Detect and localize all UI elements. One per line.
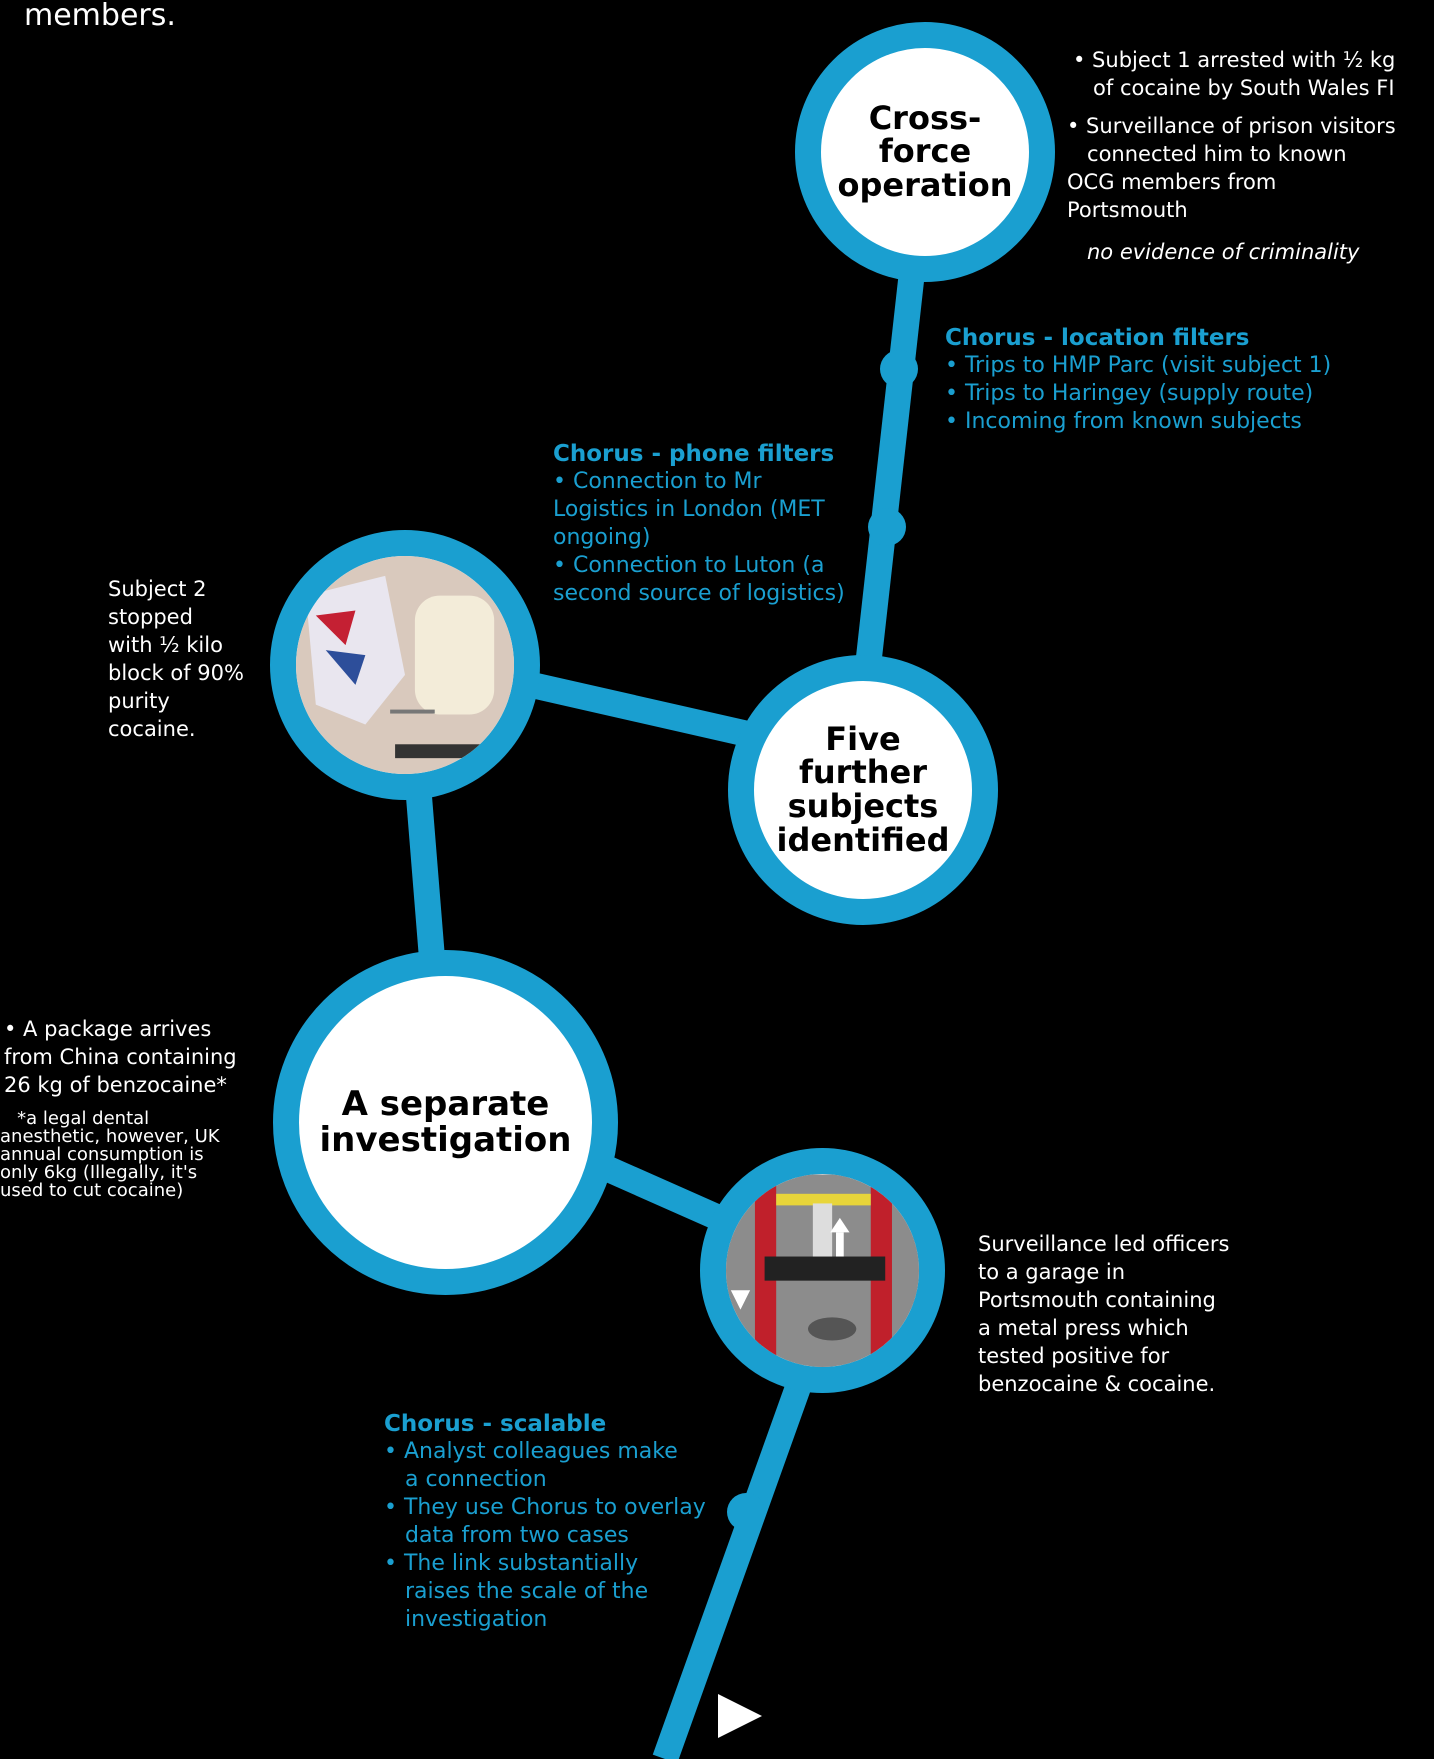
node-separate-investigation: A separate investigation [273,950,618,1295]
node-cross-force-label: Cross- force operation [837,98,1013,204]
location-filters-block: Chorus - location filters • Trips to HMP… [945,324,1331,436]
phone-filters-heading: Chorus - phone filters [553,441,835,467]
play-arrow-icon[interactable] [716,1692,764,1740]
benzocaine-main: • A package arrives from China containin… [4,1017,237,1097]
timeline-dot-phone [868,508,906,546]
node-subject2-photo [270,530,540,800]
location-filters-heading: Chorus - location filters [945,325,1250,351]
timeline-dot-location [880,350,918,388]
location-filter-item: • Incoming from known subjects [945,409,1302,434]
scalable-heading: Chorus - scalable [384,1411,607,1437]
node-five-subjects: Five further subjects identified [728,655,998,925]
cross-force-bullet-2: • Surveillance of prison visitors connec… [1067,114,1396,222]
node-cross-force: Cross- force operation [795,22,1055,282]
location-filter-item: • Trips to HMP Parc (visit subject 1) [945,353,1332,378]
garage-text: Surveillance led officers to a garage in… [978,1232,1230,1396]
metal-press-photo [726,1174,919,1367]
benzocaine-note: *a legal dental anesthetic, however, UK … [0,1108,220,1201]
scalable-body: • Analyst colleagues make a connection •… [384,1439,706,1632]
cocaine-block-photo [296,556,514,774]
cross-force-italic-note: no evidence of criminality [1087,240,1360,264]
scalable-block: Chorus - scalable • Analyst colleagues m… [384,1410,714,1634]
connector-cross-to-five [849,198,933,722]
phone-filters-block: Chorus - phone filters • Connection to M… [553,440,858,608]
node-separate-investigation-label: A separate investigation [319,1083,572,1160]
node-five-subjects-label: Five further subjects identified [776,719,950,859]
timeline-dot-scalable [727,1493,765,1531]
subject2-text: Subject 2 stopped with ½ kilo block of 9… [108,577,244,741]
phone-filters-body: • Connection to Mr Logistics in London (… [553,469,845,606]
location-filter-item: • Trips to Haringey (supply route) [945,381,1314,406]
node-metal-press-photo [700,1148,945,1393]
cross-force-bullet-1: • Subject 1 arrested with ½ kg of cocain… [1073,48,1396,100]
top-text: members. [24,0,176,33]
